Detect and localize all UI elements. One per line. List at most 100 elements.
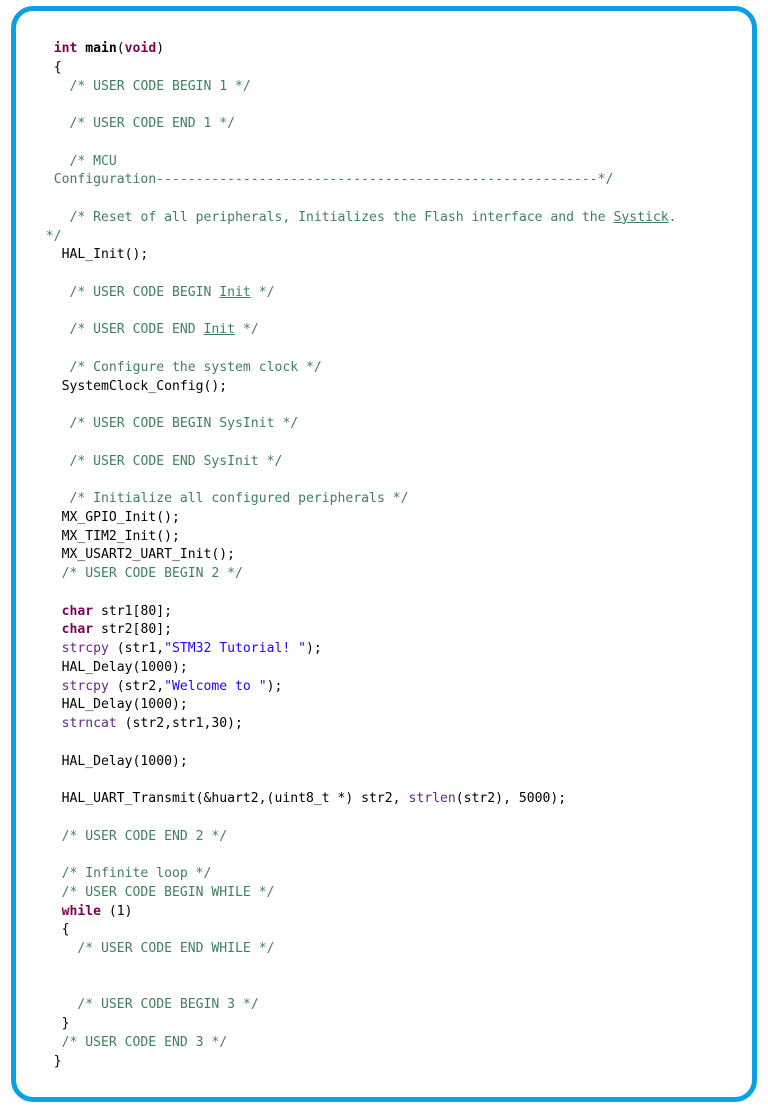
- code-line: /* Initialize all configured peripherals…: [16, 490, 677, 509]
- comment: /* Configure the system clock */: [69, 359, 322, 375]
- code-line: HAL_Delay(1000);: [16, 659, 677, 678]
- code-line: /* USER CODE END 2 */: [16, 828, 677, 847]
- comment: /* USER CODE BEGIN WHILE */: [61, 884, 275, 900]
- code-line: int main(void): [16, 40, 677, 59]
- code-text: (str2), 5000);: [455, 791, 567, 806]
- code-line: [16, 809, 677, 828]
- keyword: char: [61, 622, 94, 638]
- code-line: strcpy (str1,"STM32 Tutorial! ");: [16, 640, 677, 659]
- code-block: int main(void){/* USER CODE BEGIN 1 *//*…: [16, 40, 677, 1071]
- code-text: (str1,: [108, 641, 165, 656]
- code-line: /* USER CODE BEGIN SysInit */: [16, 415, 677, 434]
- library-function: strncat: [61, 716, 117, 731]
- comment: /* USER CODE BEGIN SysInit */: [69, 416, 299, 431]
- code-text: HAL_Init();: [61, 247, 149, 263]
- code-line: char str2[80];: [16, 621, 677, 640]
- code-text: );: [306, 641, 322, 656]
- code-line: /* USER CODE END Init */: [16, 321, 677, 340]
- comment: */: [45, 228, 62, 244]
- code-line: [16, 734, 677, 753]
- code-text: );: [266, 678, 283, 694]
- code-text: HAL_Delay(1000);: [61, 697, 188, 713]
- code-line: [16, 340, 677, 359]
- code-line: [16, 190, 677, 209]
- function-name: main: [85, 41, 117, 56]
- comment: */: [235, 322, 259, 338]
- code-line: /* USER CODE END 3 */: [16, 1034, 677, 1053]
- code-line: /* USER CODE BEGIN 2 */: [16, 565, 677, 584]
- code-line: [16, 396, 677, 415]
- comment: Configuration---------------------------…: [53, 172, 614, 188]
- code-line: [16, 959, 677, 978]
- code-text: (: [116, 41, 125, 56]
- comment-underlined: Init: [203, 322, 236, 338]
- code-line: SystemClock_Config();: [16, 378, 677, 397]
- keyword: int: [53, 41, 78, 56]
- code-line: [16, 96, 677, 115]
- code-line: [16, 434, 677, 453]
- code-text: (1): [101, 903, 133, 919]
- string-literal: "Welcome to ": [164, 678, 267, 694]
- code-text: HAL_Delay(1000);: [61, 659, 188, 675]
- code-line: MX_TIM2_Init();: [16, 528, 677, 547]
- comment: /* Infinite loop */: [61, 866, 212, 881]
- code-text: str1[80];: [93, 603, 172, 619]
- code-line: HAL_Init();: [16, 246, 677, 265]
- comment: /* USER CODE END 2 */: [61, 828, 228, 844]
- code-line: */: [16, 228, 677, 247]
- code-line: /* USER CODE END WHILE */: [16, 940, 677, 959]
- code-line: /* USER CODE BEGIN WHILE */: [16, 884, 677, 903]
- comment: /* USER CODE END 1 */: [69, 116, 236, 131]
- code-line: HAL_Delay(1000);: [16, 696, 677, 715]
- code-snippet-frame: int main(void){/* USER CODE BEGIN 1 *//*…: [11, 6, 757, 1102]
- code-line: /* USER CODE END 1 */: [16, 115, 677, 134]
- code-line: /* USER CODE END SysInit */: [16, 453, 677, 472]
- keyword: char: [61, 603, 94, 619]
- code-line: /* USER CODE BEGIN 3 */: [16, 996, 677, 1015]
- code-line: MX_GPIO_Init();: [16, 509, 677, 528]
- code-text: HAL_Delay(1000);: [61, 753, 188, 769]
- code-line: [16, 265, 677, 284]
- library-function: strcpy: [61, 678, 109, 694]
- code-line: /* USER CODE BEGIN 1 */: [16, 78, 677, 97]
- code-line: HAL_Delay(1000);: [16, 753, 677, 772]
- code-line: [16, 134, 677, 153]
- code-text: {: [61, 922, 70, 938]
- code-line: [16, 771, 677, 790]
- code-line: Configuration---------------------------…: [16, 171, 677, 190]
- code-line: MX_USART2_UART_Init();: [16, 546, 677, 565]
- code-line: HAL_UART_Transmit(&huart2,(uint8_t *) st…: [16, 790, 677, 809]
- comment: /* USER CODE BEGIN 3 */: [77, 997, 259, 1013]
- comment-underlined: Init: [219, 284, 251, 300]
- code-line: /* Infinite loop */: [16, 865, 677, 884]
- code-line: [16, 303, 677, 322]
- code-line: while (1): [16, 903, 677, 922]
- code-line: [16, 978, 677, 997]
- code-text: str2[80];: [93, 622, 172, 638]
- string-literal: "STM32 Tutorial! ": [164, 641, 306, 656]
- code-text: (str2,str1,30);: [116, 716, 243, 731]
- code-text: (str2,: [108, 678, 165, 694]
- library-function: strlen: [408, 791, 456, 806]
- code-line: }: [16, 1015, 677, 1034]
- comment: .: [668, 209, 677, 225]
- comment: /* Reset of all peripherals, Initializes…: [69, 209, 614, 225]
- code-line: /* MCU: [16, 153, 677, 172]
- comment: /* USER CODE END WHILE */: [77, 941, 275, 956]
- code-line: [16, 846, 677, 865]
- code-text: MX_TIM2_Init();: [61, 528, 180, 544]
- code-line: strncat (str2,str1,30);: [16, 715, 677, 734]
- comment: /* USER CODE BEGIN: [69, 284, 220, 300]
- code-line: {: [16, 59, 677, 78]
- code-text: SystemClock_Config();: [61, 378, 228, 394]
- code-line: strcpy (str2,"Welcome to ");: [16, 678, 677, 697]
- keyword: void: [124, 41, 157, 56]
- comment: /* USER CODE END 3 */: [61, 1034, 228, 1050]
- code-line: char str1[80];: [16, 603, 677, 622]
- code-line: {: [16, 921, 677, 940]
- code-text: }: [53, 1053, 62, 1069]
- keyword: while: [61, 903, 102, 919]
- code-text: {: [53, 59, 62, 75]
- library-function: strcpy: [61, 641, 109, 656]
- code-text: HAL_UART_Transmit(&huart2,(uint8_t *) st…: [61, 791, 409, 806]
